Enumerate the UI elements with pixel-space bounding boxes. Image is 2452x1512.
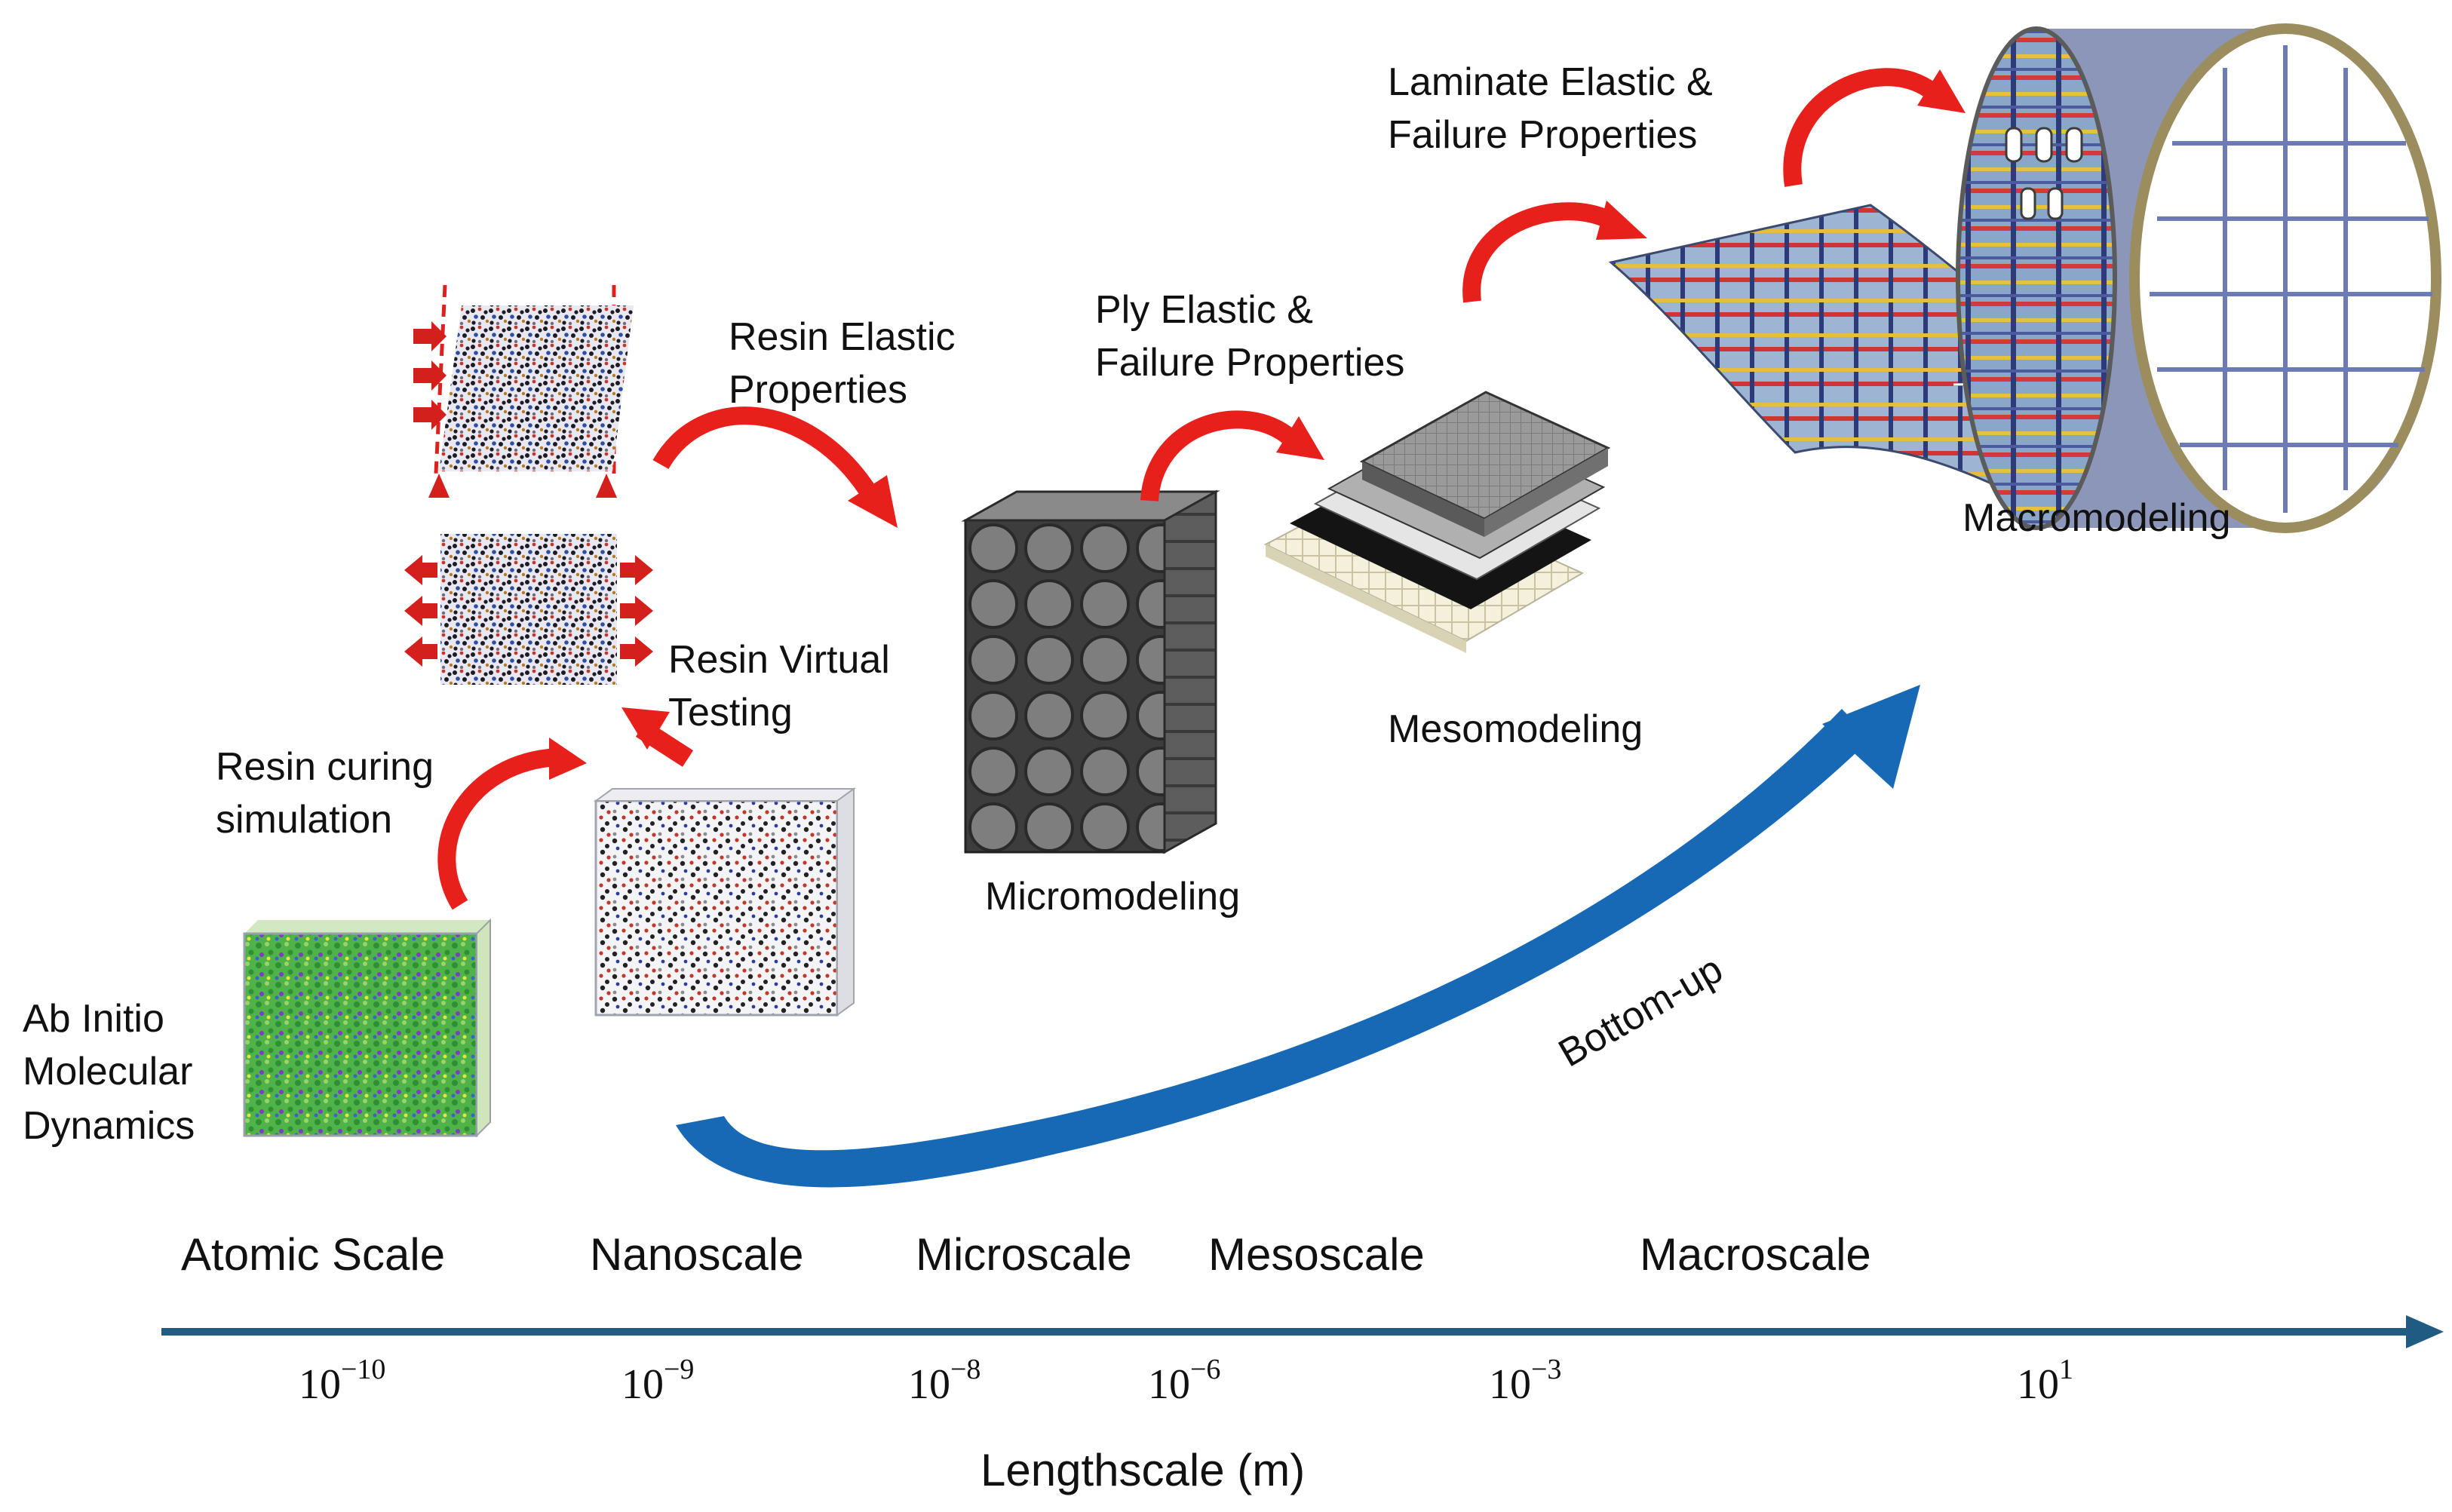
label-resin-curing: Resin curing simulation — [216, 745, 444, 842]
tick-1e-10: 10−10 — [299, 1354, 385, 1408]
scale-nano: Nanoscale — [590, 1229, 804, 1280]
label-macromodeling: Macromodeling — [1963, 496, 2231, 540]
tick-1e1: 101 — [2017, 1354, 2073, 1408]
mesomodel-laminate — [1263, 391, 1611, 653]
shear-test-specimen — [413, 284, 634, 498]
tick-1e-3: 10−3 — [1489, 1354, 1561, 1408]
scale-macro: Macroscale — [1640, 1229, 1871, 1280]
arrow-resin-elastic — [652, 406, 898, 528]
arrow-to-barrel — [1783, 68, 1966, 187]
transfer-arrows — [437, 68, 1966, 910]
scale-micro: Microscale — [916, 1229, 1132, 1280]
arrow-virtual-testing — [621, 707, 694, 767]
fuselage-barrel — [1956, 23, 2441, 533]
tensile-test-specimen — [404, 534, 653, 685]
label-micromodeling: Micromodeling — [985, 875, 1240, 919]
ab-initio-molecular-cube — [243, 918, 491, 1138]
label-ab-initio: Ab Initio Molecular Dynamics — [23, 997, 204, 1148]
lengthscale-axis — [161, 1315, 2444, 1348]
arrow-ply-elastic — [1140, 410, 1324, 502]
cured-resin-cube — [593, 787, 857, 1017]
tick-1e-6: 10−6 — [1148, 1354, 1220, 1408]
label-resin-virtual-testing: Resin Virtual Testing — [668, 638, 901, 735]
micromodel-fiber-block — [961, 489, 1220, 854]
scale-meso: Mesoscale — [1208, 1229, 1425, 1280]
tick-1e-8: 10−8 — [908, 1354, 980, 1408]
tick-1e-9: 10−9 — [621, 1354, 694, 1408]
bottom-up-arrow — [676, 685, 1920, 1188]
arrow-curing — [437, 738, 587, 910]
label-laminate-elastic: Laminate Elastic & Failure Properties — [1388, 60, 1723, 157]
axis-title: Lengthscale (m) — [980, 1445, 1305, 1495]
label-ply-elastic: Ply Elastic & Failure Properties — [1095, 288, 1404, 385]
scale-atomic: Atomic Scale — [181, 1229, 445, 1280]
arrow-laminate-elastic — [1462, 201, 1647, 303]
label-mesomodeling: Mesomodeling — [1388, 707, 1643, 751]
label-bottom-up: Bottom-up — [1551, 947, 1730, 1075]
label-resin-elastic: Resin Elastic Properties — [729, 315, 966, 412]
